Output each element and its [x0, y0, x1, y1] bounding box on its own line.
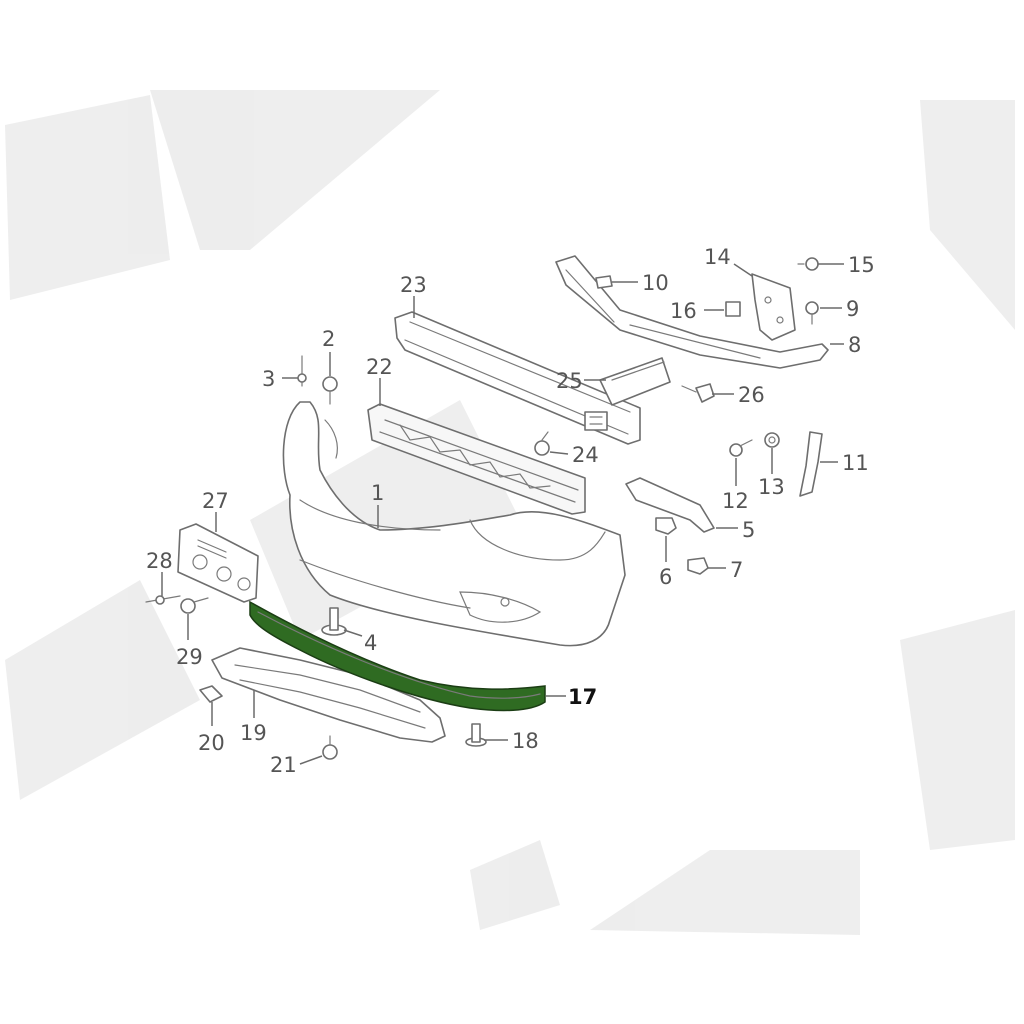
callout-labels: 1 2 3 4 5 6 7 8 9 10 11 12 13 14 15 16 1…	[146, 245, 875, 777]
part-18-pushpin	[465, 723, 487, 747]
leader-lines	[161, 263, 844, 765]
callout-3: 3	[262, 367, 275, 391]
part-11-side-bracket	[799, 431, 823, 497]
callout-17: 17	[568, 685, 597, 709]
part-25-block	[599, 357, 671, 406]
callout-12: 12	[722, 489, 749, 513]
part-3-stud	[297, 355, 307, 387]
part-24-bolt	[534, 431, 550, 456]
part-1-bumper-cover	[282, 401, 626, 647]
part-4-pushpin	[321, 607, 347, 636]
callout-21: 21	[270, 753, 297, 777]
callout-18: 18	[512, 729, 539, 753]
part-15-screw	[797, 257, 819, 271]
part-26-bolt	[681, 383, 715, 403]
callout-10: 10	[642, 271, 669, 295]
part-23-bumper-beam	[394, 311, 641, 445]
callout-27: 27	[202, 489, 229, 513]
callout-13: 13	[758, 475, 785, 499]
callout-26: 26	[738, 383, 765, 407]
part-7-bolt	[687, 557, 709, 575]
part-10-clip	[595, 275, 613, 289]
callout-28: 28	[146, 549, 173, 573]
part-5-bracket	[625, 477, 715, 533]
callout-19: 19	[240, 721, 267, 745]
part-6-bolt	[655, 517, 677, 535]
part-19-splash-shield	[211, 647, 446, 743]
callout-22: 22	[366, 355, 393, 379]
callout-24: 24	[572, 443, 599, 467]
part-21-screw	[322, 735, 338, 760]
part-28-stud	[145, 595, 181, 605]
callout-9: 9	[846, 297, 859, 321]
callout-5: 5	[742, 518, 755, 542]
part-12-bolt	[729, 439, 753, 457]
callout-1: 1	[371, 481, 384, 505]
part-2-clip	[322, 376, 338, 405]
watermark	[5, 90, 1015, 935]
leader-4	[343, 629, 363, 637]
part-13-grommet	[764, 432, 780, 448]
part-14-bracket	[751, 273, 796, 341]
part-9-clip	[805, 301, 819, 325]
part-27-license-bracket	[177, 523, 259, 603]
leader-21	[299, 755, 323, 765]
part-17-lower-lip	[249, 600, 546, 712]
callout-20: 20	[198, 731, 225, 755]
callout-25: 25	[556, 369, 583, 393]
part-8-upper-bracket	[555, 255, 829, 369]
callout-11: 11	[842, 451, 869, 475]
callout-4: 4	[364, 631, 377, 655]
part-17-highlight-shape	[249, 600, 546, 712]
part-20-clip	[199, 685, 223, 703]
leader-14	[733, 263, 753, 277]
callout-23: 23	[400, 273, 427, 297]
callout-8: 8	[848, 333, 861, 357]
callout-6: 6	[659, 565, 672, 589]
callout-15: 15	[848, 253, 875, 277]
callout-14: 14	[704, 245, 731, 269]
fasteners	[145, 257, 819, 760]
part-16-nut	[725, 301, 741, 317]
callout-16: 16	[670, 299, 697, 323]
callout-2: 2	[322, 327, 335, 351]
callout-29: 29	[176, 645, 203, 669]
callout-7: 7	[730, 558, 743, 582]
part-29-screw	[180, 597, 209, 614]
leader-24	[549, 451, 569, 455]
